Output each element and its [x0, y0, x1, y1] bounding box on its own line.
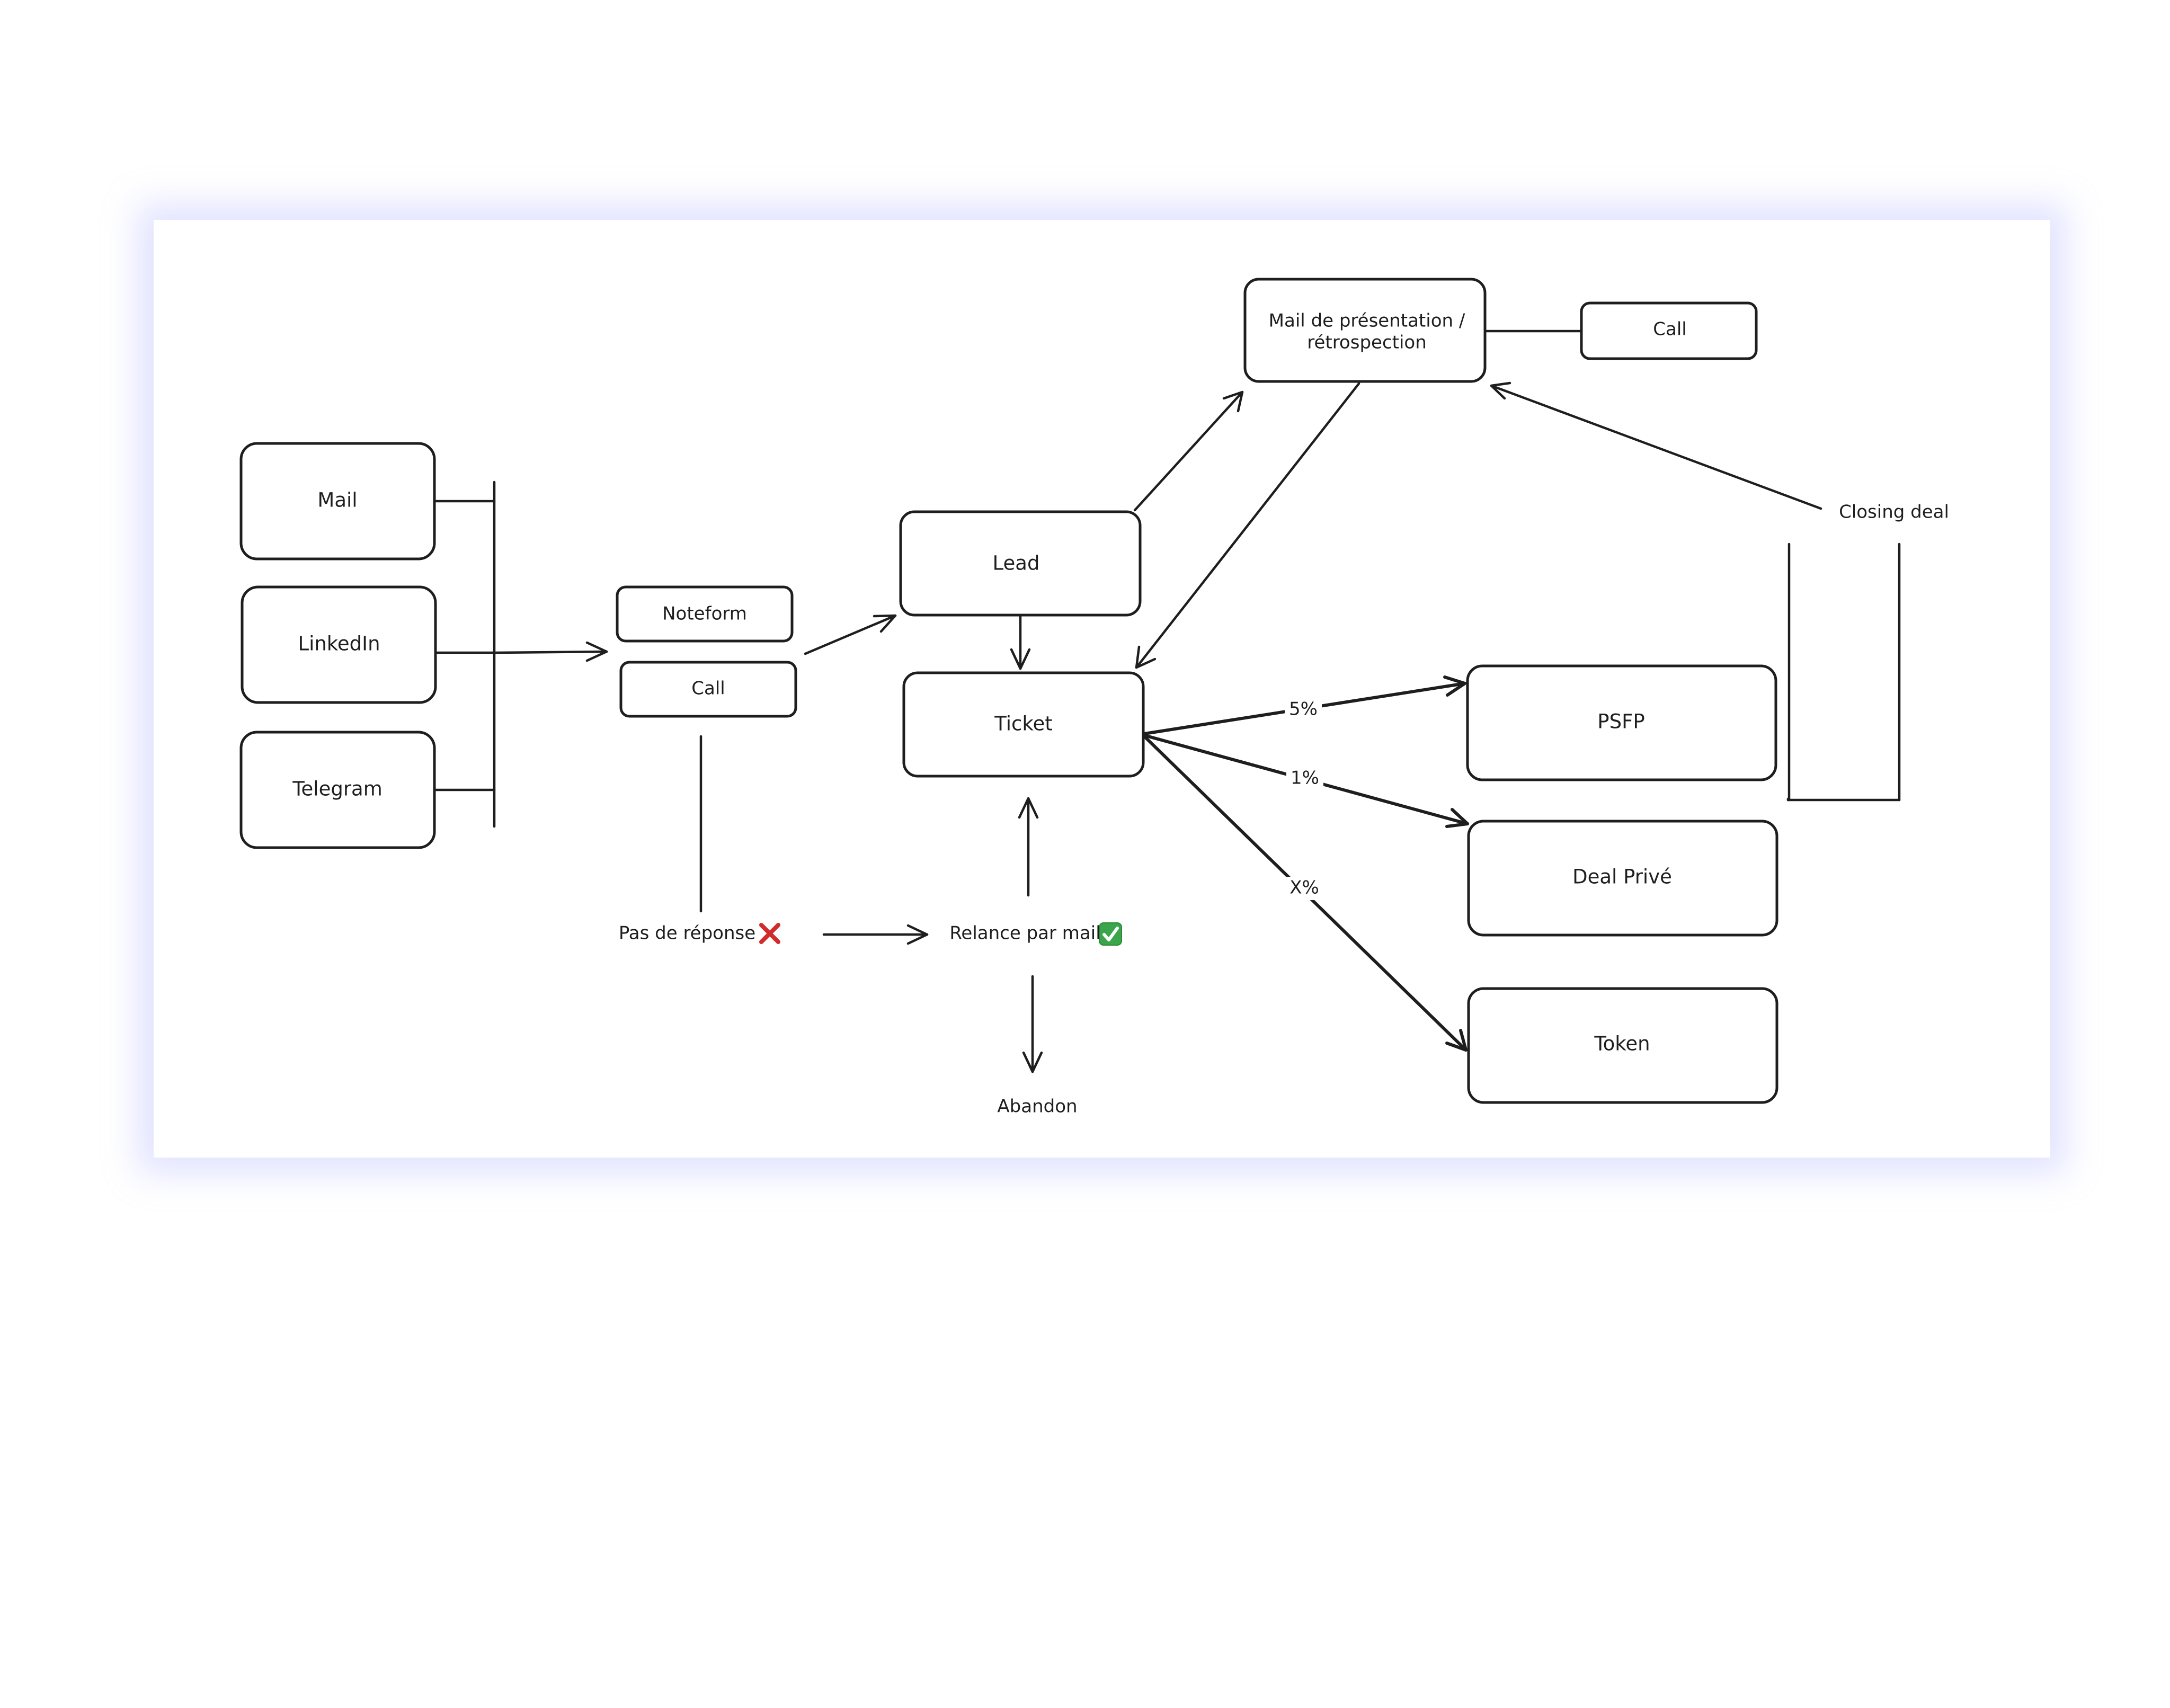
- node-linkedin[interactable]: LinkedIn: [241, 585, 437, 704]
- node-telegram-label: Telegram: [292, 778, 383, 800]
- arrow-lead-to-mail-presentation: [1133, 390, 1244, 512]
- node-mail-label: Mail: [317, 489, 357, 512]
- node-call-left-label: Call: [691, 678, 725, 699]
- edge-label-psfp: 5%: [1289, 699, 1318, 720]
- node-noteform[interactable]: Noteform: [616, 585, 794, 643]
- node-deal-prive[interactable]: Deal Privé: [1467, 820, 1778, 937]
- node-psfp[interactable]: PSFP: [1466, 664, 1777, 781]
- node-call-top-label: Call: [1653, 319, 1686, 340]
- check-mark-icon: [1099, 922, 1122, 946]
- line-outcomes-to-closing-deal: [1786, 542, 1791, 802]
- node-lead-label: Lead: [993, 552, 1040, 575]
- arrow-bus-to-intake: [493, 641, 608, 662]
- arrow-lead-to-ticket: [1010, 615, 1031, 670]
- node-mail[interactable]: Mail: [239, 442, 436, 561]
- node-token[interactable]: Token: [1467, 987, 1778, 1104]
- arrow-ticket-to-deal-prive: 1%: [1143, 734, 1469, 828]
- arrow-mail-presentation-to-ticket: [1135, 382, 1360, 669]
- relance-label: Relance par mail: [949, 923, 1100, 944]
- node-mail-presentation-line2: rétrospection: [1307, 332, 1427, 353]
- node-mail-presentation-line1: Mail de présentation /: [1269, 310, 1465, 332]
- arrow-no-answer-to-relance: [822, 924, 929, 945]
- node-call-top[interactable]: Call: [1580, 301, 1758, 360]
- no-answer-label: Pas de réponse: [619, 923, 755, 944]
- arrow-relance-to-ticket: [1018, 797, 1039, 897]
- cross-mark-icon: [759, 923, 780, 944]
- node-psfp-label: PSFP: [1597, 710, 1644, 733]
- node-noteform-label: Noteform: [662, 603, 747, 625]
- node-ticket[interactable]: Ticket: [902, 671, 1145, 778]
- arrow-ticket-to-token: X%: [1143, 735, 1468, 1052]
- source-bus: [433, 481, 496, 828]
- closing-deal-label: Closing deal: [1839, 502, 1949, 523]
- arrow-ticket-to-psfp: 5%: [1143, 675, 1466, 735]
- node-ticket-label: Ticket: [994, 713, 1052, 735]
- edge-label-token: X%: [1289, 877, 1319, 899]
- edge-label-deal-prive: 1%: [1291, 768, 1319, 789]
- abandon-label: Abandon: [997, 1096, 1077, 1117]
- arrow-closing-deal-to-mail-presentation: [1490, 381, 1822, 510]
- node-token-label: Token: [1594, 1033, 1650, 1055]
- node-mail-presentation[interactable]: Mail de présentation / rétrospection: [1243, 278, 1487, 383]
- node-call-left[interactable]: Call: [619, 661, 797, 718]
- arrow-relance-to-abandon: [1022, 975, 1043, 1073]
- node-deal-prive-label: Deal Privé: [1572, 866, 1672, 888]
- node-telegram[interactable]: Telegram: [239, 731, 436, 849]
- node-lead[interactable]: Lead: [899, 510, 1142, 617]
- node-linkedin-label: LinkedIn: [298, 633, 380, 655]
- arrow-intake-to-lead: [804, 614, 897, 655]
